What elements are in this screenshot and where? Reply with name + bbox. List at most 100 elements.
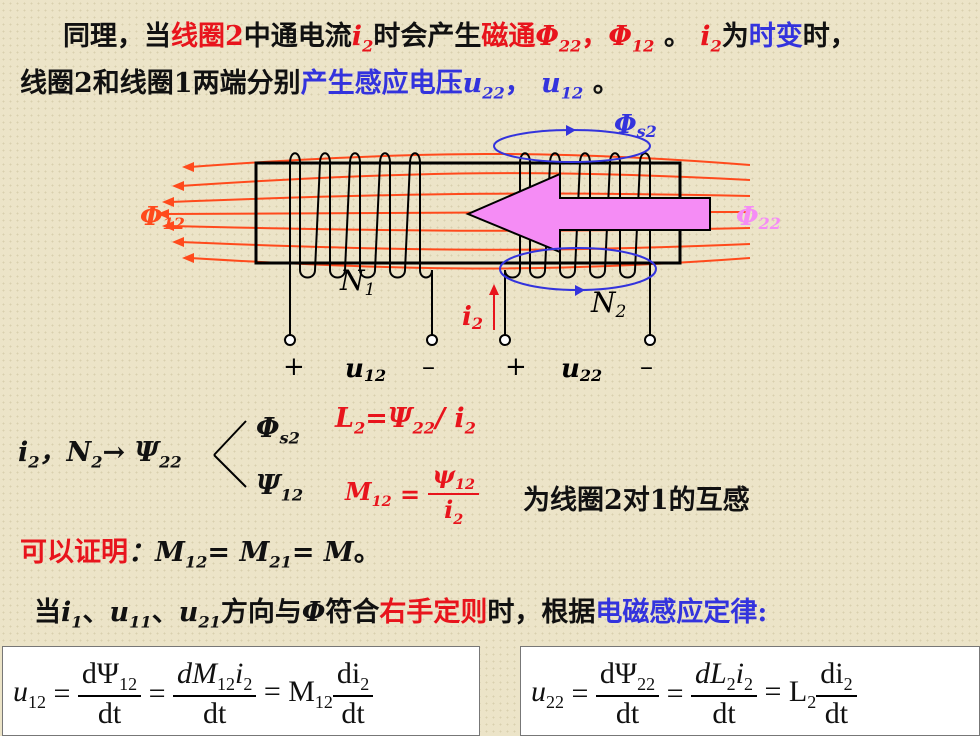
winding bbox=[329, 152, 361, 279]
symbol: u bbox=[531, 675, 546, 708]
symbol: Φ bbox=[535, 21, 559, 52]
plus-1: + bbox=[283, 352, 305, 382]
equals-sign: = bbox=[564, 677, 596, 710]
subscript: 2 bbox=[353, 418, 366, 438]
equals-sign: = bbox=[399, 479, 421, 509]
subscript: 12 bbox=[119, 674, 138, 694]
voltage-symbol: u12 bbox=[541, 68, 584, 103]
subscript: 12 bbox=[364, 366, 386, 385]
symbol: = L bbox=[757, 675, 808, 708]
subscript: 1 bbox=[71, 612, 83, 632]
winding bbox=[289, 152, 301, 270]
text-segment: 时， bbox=[802, 21, 857, 52]
flux-line bbox=[179, 241, 751, 251]
symbol: Ψ bbox=[256, 470, 281, 501]
symbol: ，N bbox=[39, 437, 92, 468]
text-segment: 中通电流 bbox=[243, 21, 352, 52]
symbol: L bbox=[335, 403, 354, 434]
text-segment: 。 bbox=[583, 68, 620, 99]
text-segment: 时会产生 bbox=[373, 21, 482, 52]
lhs: u22 bbox=[531, 675, 564, 712]
text-segment: 时，根据 bbox=[487, 597, 596, 628]
intro-line-2: 线圈2和线圈1两端分别产生感应电压u22， u12 。 bbox=[20, 61, 620, 102]
arrowhead bbox=[575, 285, 585, 296]
minus-1: – bbox=[422, 352, 435, 382]
symbol: di bbox=[820, 657, 844, 690]
denominator: dt bbox=[712, 697, 736, 730]
text-segment: 方向与 bbox=[220, 597, 302, 628]
subscript: 22 bbox=[482, 83, 505, 103]
subscript: 12 bbox=[560, 83, 584, 103]
subscript: 2 bbox=[453, 510, 464, 528]
phi-22-label: Φ22 bbox=[736, 202, 781, 233]
subscript: 2 bbox=[615, 302, 627, 322]
phi-s2-label: Φs2 bbox=[614, 110, 657, 141]
subscript: 22 bbox=[546, 692, 564, 712]
coil-2-connector bbox=[504, 269, 521, 279]
symbol: u bbox=[345, 354, 364, 384]
winding bbox=[559, 152, 591, 279]
denominator: i2 bbox=[428, 495, 479, 528]
subscript: 22 bbox=[159, 452, 182, 472]
text-segment: 线圈2和线圈1两端分别 bbox=[20, 68, 301, 99]
phi-12-label: Φ12 bbox=[140, 202, 185, 233]
branch-lines bbox=[213, 420, 247, 488]
subscript: 2 bbox=[843, 674, 853, 694]
faraday-law-highlight: 电磁感应定律: bbox=[595, 597, 768, 628]
subscript: 12 bbox=[314, 692, 333, 712]
text-segment: ， bbox=[581, 21, 609, 52]
arrowhead bbox=[172, 181, 184, 191]
symbol: Φ bbox=[140, 202, 163, 232]
current-symbol: i2 bbox=[700, 21, 722, 55]
text-segment: 、 bbox=[151, 597, 179, 628]
subscript: 2 bbox=[726, 674, 736, 694]
flux-symbol: Φ12 bbox=[608, 21, 654, 55]
terminal bbox=[426, 334, 438, 346]
subscript: 11 bbox=[129, 612, 152, 632]
symbol: Φ bbox=[301, 597, 326, 628]
symbol: dL bbox=[694, 657, 727, 690]
subscript: 2 bbox=[362, 36, 374, 56]
flux-line bbox=[169, 192, 751, 203]
numerator: di2 bbox=[332, 657, 374, 697]
symbol: ：M bbox=[128, 537, 185, 568]
arrowhead bbox=[489, 284, 499, 295]
coil-1-connector bbox=[419, 269, 433, 279]
symbol: i bbox=[351, 21, 363, 52]
symbol: dΨ bbox=[599, 657, 638, 690]
symbol: dM bbox=[176, 657, 217, 690]
prove-line: 可以证明：M12= M21= M。 bbox=[20, 530, 381, 571]
u22-label: u22 bbox=[561, 354, 602, 385]
denominator: dt bbox=[341, 697, 365, 730]
arrowhead bbox=[182, 162, 194, 172]
denominator: dt bbox=[202, 697, 227, 730]
symbol: i bbox=[735, 657, 745, 690]
branch-line-bottom bbox=[213, 454, 247, 488]
coef: = M12 bbox=[256, 675, 333, 712]
branch-bottom: Ψ12 bbox=[256, 470, 303, 504]
terminals bbox=[284, 334, 656, 346]
symbol: i bbox=[462, 302, 472, 332]
denominator: dt bbox=[824, 697, 849, 730]
symbol: M bbox=[345, 477, 372, 507]
numerator: ψ12 bbox=[428, 460, 480, 495]
winding bbox=[589, 152, 621, 279]
text-segment: ， bbox=[504, 68, 542, 99]
symbol: u bbox=[541, 68, 561, 99]
symbol: → Ψ bbox=[102, 437, 160, 468]
subscript: 2 bbox=[471, 314, 483, 333]
subscript: 21 bbox=[198, 612, 221, 632]
subscript: 22 bbox=[412, 418, 436, 438]
coil-1-windings bbox=[289, 152, 421, 279]
symbol: u bbox=[178, 597, 199, 628]
flux-highlight: 磁通 bbox=[481, 21, 536, 52]
symbol: u bbox=[561, 354, 580, 384]
symbol: i bbox=[61, 597, 72, 628]
symbol: Φ bbox=[256, 413, 280, 444]
subscript: s2 bbox=[636, 122, 657, 141]
minus-2: – bbox=[640, 352, 653, 382]
text-segment: 同理，当 bbox=[63, 21, 171, 52]
